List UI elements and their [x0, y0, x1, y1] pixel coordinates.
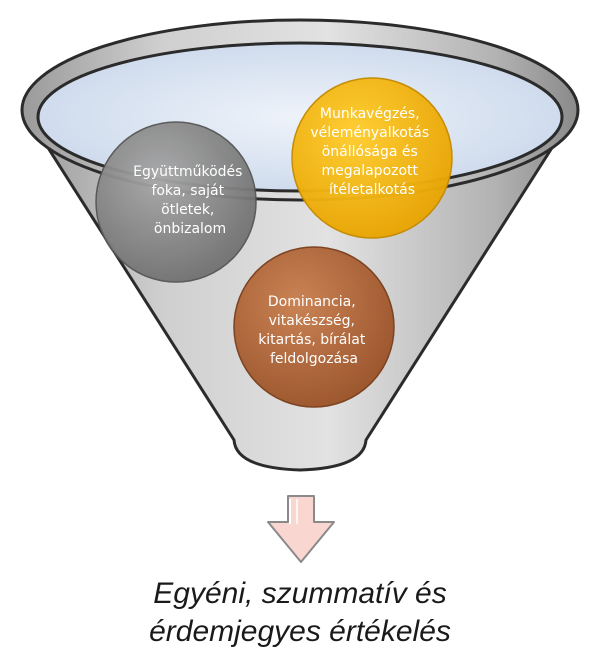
circle-cooperation: Együttműködés foka, saját ötletek, önbiz…: [95, 121, 257, 283]
circle-cooperation-shape: [95, 121, 257, 283]
circle-cooperation-line-3: ötletek,: [161, 202, 214, 218]
circle-dominance: Dominancia, vitakészség, kitartás, bírál…: [233, 246, 395, 408]
circle-dominance-line-3: kitartás, bírálat: [258, 332, 366, 348]
circle-independence-line-4: megalapozott: [322, 163, 419, 179]
svg-text:Dominancia, vitakészség,: Dominancia, vitakészség, kitartás, bírál…: [258, 294, 370, 367]
circle-independence-line-1: Munkavégzés,: [320, 106, 420, 122]
down-arrow-icon: [267, 495, 335, 563]
svg-text:Együttműködés foka, sajá: Együttműködés foka, saját ötletek, önbiz…: [133, 164, 247, 237]
circle-independence-line-5: ítéletalkotás: [329, 182, 415, 198]
circle-independence: Munkavégzés, véleményalkotás önállósága …: [291, 77, 453, 239]
result-caption-line-2: érdemjegyes értékelés: [149, 615, 451, 648]
result-caption-line-1: Egyéni, szummatív és: [153, 577, 447, 610]
circle-independence-shape: [291, 77, 453, 239]
circle-cooperation-line-2: foka, saját: [151, 183, 224, 199]
circle-dominance-line-2: vitakészség,: [269, 313, 355, 329]
circle-dominance-line-1: Dominancia,: [268, 294, 356, 310]
circle-independence-line-3: önállósága és: [322, 144, 418, 160]
circle-cooperation-line-4: önbizalom: [154, 221, 226, 237]
svg-text:Munkavégzés, véleményalk: Munkavégzés, véleményalkotás önállósága …: [310, 106, 433, 198]
circle-dominance-shape: [233, 246, 395, 408]
circle-dominance-line-4: feldolgozása: [270, 351, 358, 367]
circle-cooperation-line-1: Együttműködés: [133, 164, 242, 180]
circle-independence-line-2: véleményalkotás: [310, 125, 429, 141]
